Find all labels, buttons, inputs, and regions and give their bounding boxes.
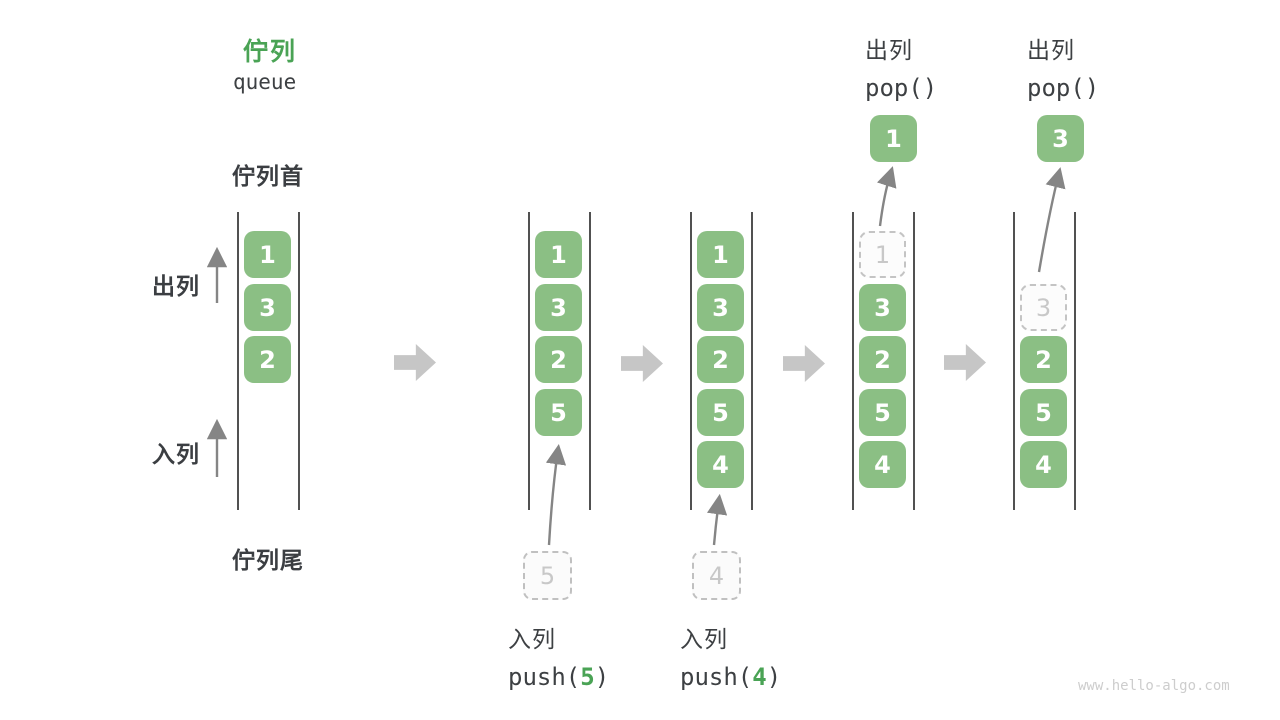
- operation-code: pop(): [865, 74, 937, 102]
- state-transition-arrow-2: [621, 345, 663, 382]
- queue-item: 5: [697, 389, 744, 436]
- left-rail: [690, 212, 692, 510]
- queue-item: 5: [1020, 389, 1067, 436]
- staged-item: 5: [523, 551, 572, 600]
- staged-item: 4: [692, 551, 741, 600]
- code-text: push(: [508, 663, 581, 691]
- operation-name: 入列: [680, 626, 728, 652]
- queue-item: 4: [859, 441, 906, 488]
- queue-item: 5: [535, 389, 582, 436]
- left-rail: [852, 212, 854, 510]
- queue-item: 3: [859, 284, 906, 331]
- diagram-title-zh: 佇列: [243, 38, 298, 66]
- push-operation-label: 入列 push(4): [680, 620, 781, 691]
- queue-item: 2: [535, 336, 582, 383]
- right-rail: [913, 212, 915, 510]
- code-argument: 5: [580, 663, 595, 691]
- code-argument: 4: [752, 663, 767, 691]
- queue-item: 1: [697, 231, 744, 278]
- push-operation-label: 入列 push(5): [508, 620, 609, 691]
- left-rail: [528, 212, 530, 510]
- watermark: www.hello-algo.com: [1078, 678, 1230, 694]
- popped-item: 3: [1037, 115, 1084, 162]
- code-text: pop(): [1027, 74, 1100, 102]
- queue-item: 2: [859, 336, 906, 383]
- left-rail: [1013, 212, 1015, 510]
- operation-name: 入列: [508, 626, 556, 652]
- right-rail: [589, 212, 591, 510]
- code-text: pop(): [865, 74, 938, 102]
- pop-operation-label: 出列 pop(): [865, 31, 937, 102]
- queue-item: 2: [244, 336, 291, 383]
- push-4-arrow: [706, 493, 728, 546]
- pop-1-arrow: [876, 166, 897, 227]
- diagram-title-en: queue: [233, 70, 297, 94]
- popped-item: 1: [870, 115, 917, 162]
- queue-item: 4: [1020, 441, 1067, 488]
- operation-name: 出列: [1027, 37, 1075, 63]
- queue-item: 3: [535, 284, 582, 331]
- queue-item: 3: [697, 284, 744, 331]
- queue-item-removed: 1: [859, 231, 906, 278]
- operation-code: push(5): [508, 663, 609, 691]
- queue-item-removed: 3: [1020, 284, 1067, 331]
- dequeue-direction-label: 出列: [152, 273, 200, 299]
- operation-code: push(4): [680, 663, 781, 691]
- enqueue-direction-label: 入列: [152, 441, 200, 467]
- queue-item: 1: [244, 231, 291, 278]
- queue-front-label: 佇列首: [232, 163, 304, 189]
- code-text: ): [766, 663, 782, 691]
- queue-item: 4: [697, 441, 744, 488]
- queue-item: 2: [1020, 336, 1067, 383]
- state-transition-arrow-3: [783, 345, 825, 382]
- left-rail: [237, 212, 239, 510]
- queue-rear-label: 佇列尾: [232, 547, 304, 573]
- state-transition-arrow-4: [944, 344, 986, 381]
- right-rail: [298, 212, 300, 510]
- queue-item: 1: [535, 231, 582, 278]
- code-text: push(: [680, 663, 753, 691]
- queue-item: 2: [697, 336, 744, 383]
- operation-code: pop(): [1027, 74, 1099, 102]
- pop-3-arrow: [1037, 167, 1066, 273]
- push-5-arrow: [545, 443, 567, 546]
- code-text: ): [594, 663, 610, 691]
- operation-name: 出列: [865, 37, 913, 63]
- right-rail: [1074, 212, 1076, 510]
- state-transition-arrow-1: [394, 344, 436, 381]
- queue-item: 3: [244, 284, 291, 331]
- queue-item: 5: [859, 389, 906, 436]
- pop-operation-label: 出列 pop(): [1027, 31, 1099, 102]
- right-rail: [751, 212, 753, 510]
